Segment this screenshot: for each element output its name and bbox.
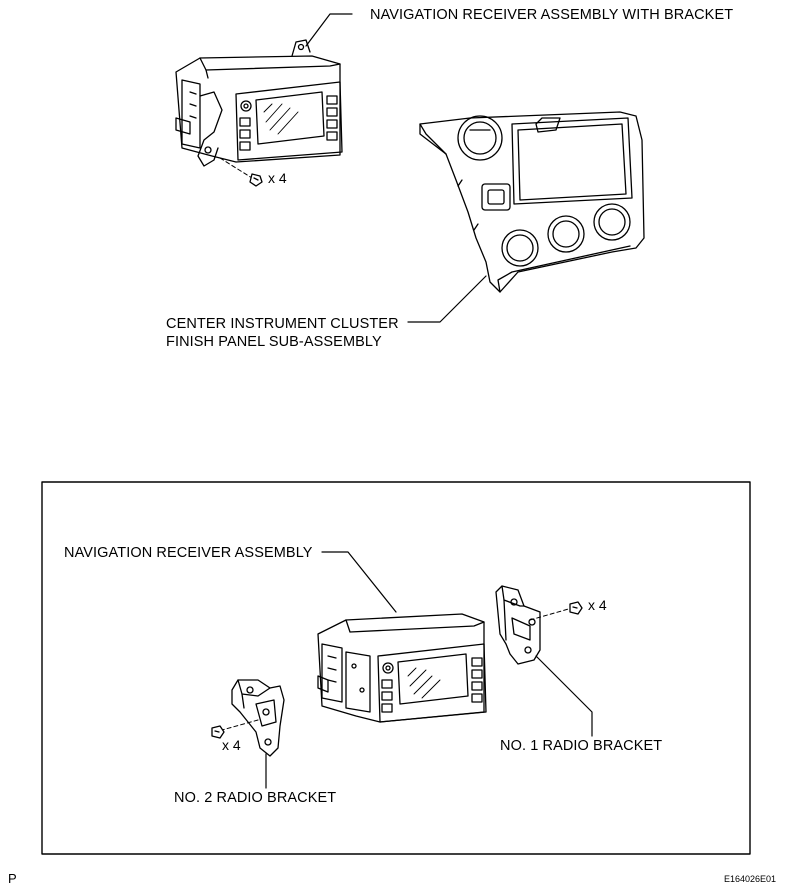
footer-code: P: [8, 871, 17, 886]
no1-bracket-drawing: [495, 585, 583, 665]
no2-bracket-drawing: [211, 679, 285, 757]
inset-frame: [41, 481, 751, 855]
receiver-with-bracket-drawing: [175, 39, 343, 187]
receiver-drawing: [317, 613, 487, 723]
finish-panel-label-line2: FINISH PANEL SUB-ASSEMBLY: [166, 334, 382, 350]
no1-bracket-label: NO. 1 RADIO BRACKET: [500, 738, 663, 754]
top-bolt-quantity: x 4: [268, 170, 287, 186]
no2-bolt-quantity: x 4: [222, 737, 241, 753]
no1-bracket-leader: [535, 655, 593, 737]
receiver-label: NAVIGATION RECEIVER ASSEMBLY: [64, 545, 313, 561]
receiver-leader: [321, 551, 397, 613]
finish-panel-label-line1: CENTER INSTRUMENT CLUSTER: [166, 316, 399, 332]
no1-bolt-quantity: x 4: [588, 597, 607, 613]
receiver-with-bracket-leader: [305, 13, 353, 47]
receiver-with-bracket-label: NAVIGATION RECEIVER ASSEMBLY WITH BRACKE…: [370, 7, 734, 23]
figure-id: E164026E01: [724, 874, 777, 884]
finish-panel-leader: [407, 275, 487, 323]
finish-panel-drawing: [419, 111, 645, 293]
no2-bracket-label: NO. 2 RADIO BRACKET: [174, 790, 337, 806]
